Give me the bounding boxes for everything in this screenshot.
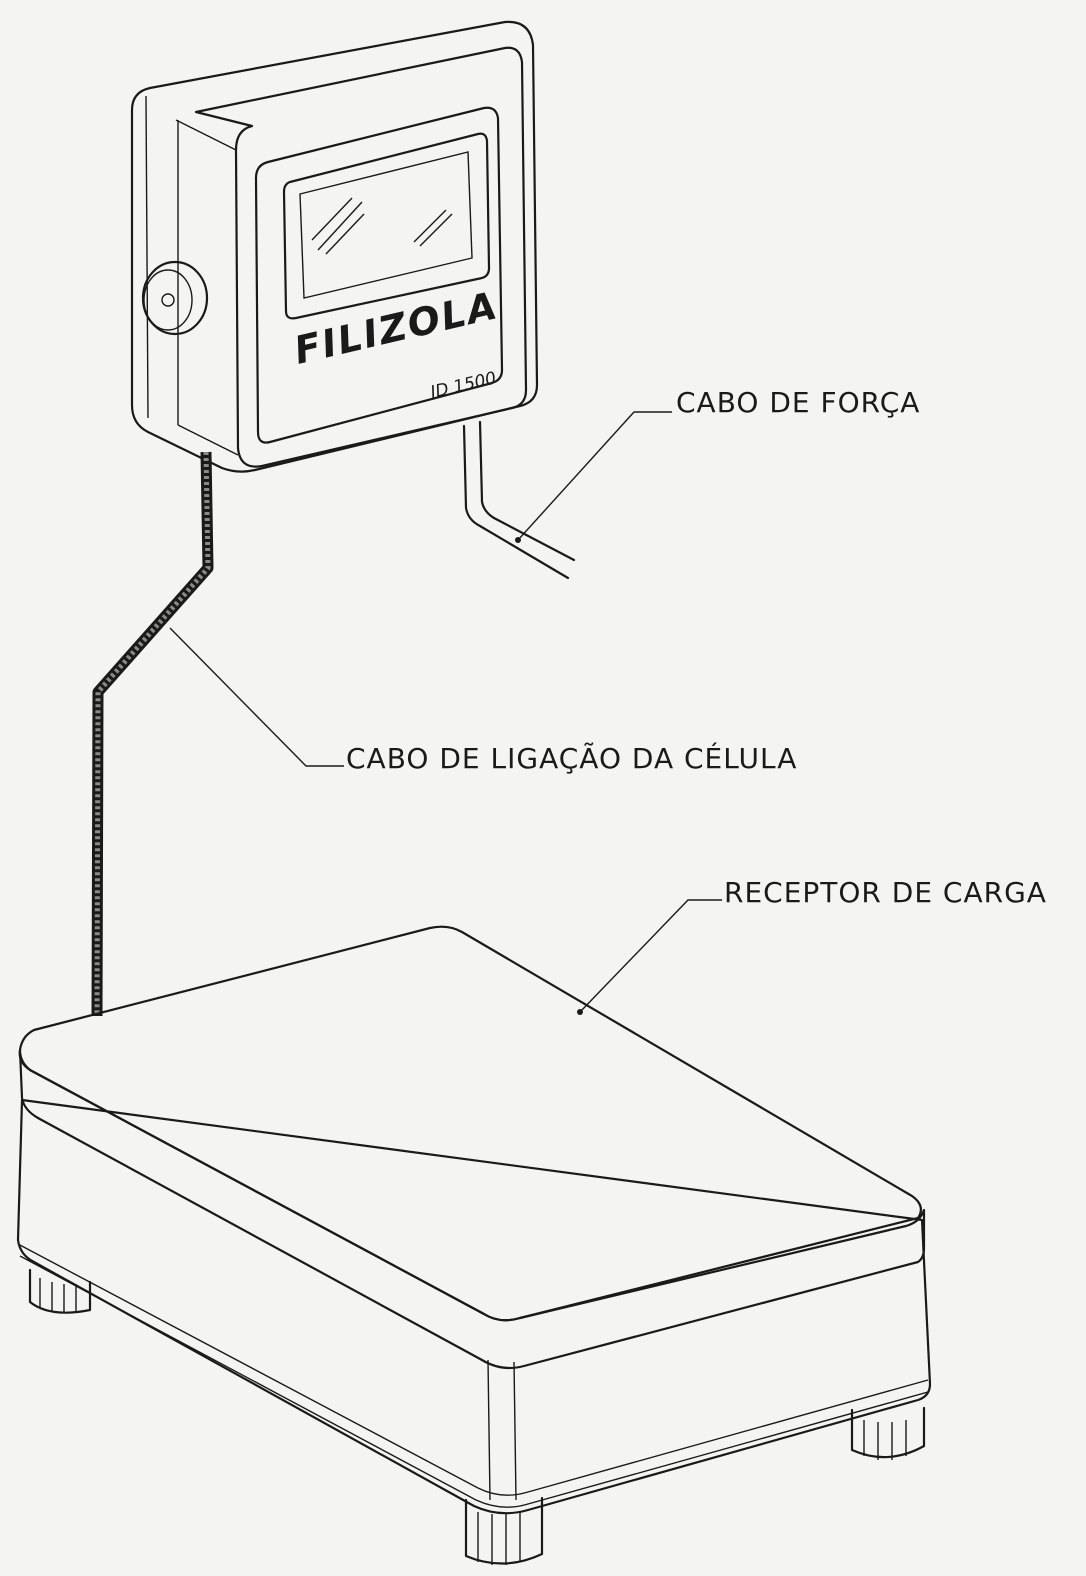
callout-power-cable: CABO DE FORÇA bbox=[515, 386, 920, 543]
model-number-text: ID 1500 bbox=[429, 368, 499, 403]
label-power-cable: CABO DE FORÇA bbox=[676, 386, 920, 419]
label-cell-cable: CABO DE LIGAÇÃO DA CÉLULA bbox=[346, 741, 797, 775]
foot-back-left bbox=[28, 1268, 92, 1314]
label-load-receptor: RECEPTOR DE CARGA bbox=[724, 876, 1047, 909]
foot-front-right bbox=[850, 1406, 926, 1460]
indicator-housing bbox=[130, 20, 539, 473]
callout-load-receptor: RECEPTOR DE CARGA bbox=[577, 876, 1047, 1015]
foot-front-left bbox=[464, 1496, 544, 1565]
cell-cable bbox=[91, 451, 214, 1017]
load-receptor bbox=[16, 925, 932, 1565]
power-cable bbox=[462, 420, 576, 580]
callout-cell-cable: CABO DE LIGAÇÃO DA CÉLULA bbox=[169, 627, 797, 775]
